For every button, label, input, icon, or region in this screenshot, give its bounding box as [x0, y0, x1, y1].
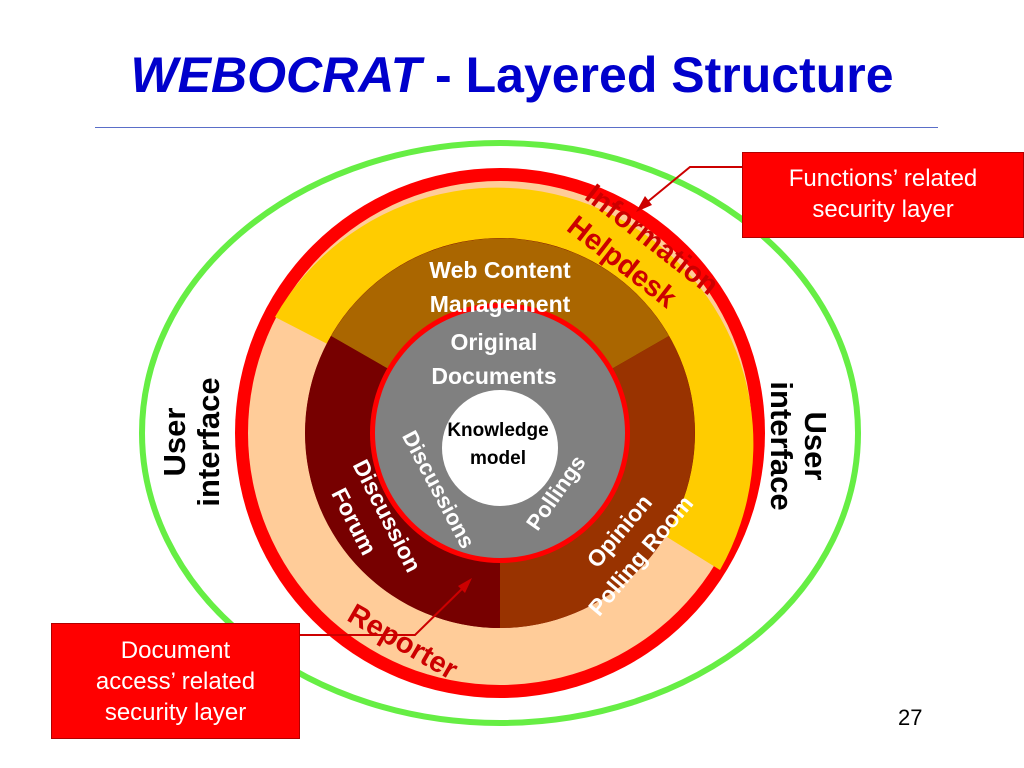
- document-security-callout: Document access’ related security layer: [51, 623, 300, 739]
- user-interface-right-line2: interface: [764, 381, 799, 510]
- page-number: 27: [898, 705, 923, 730]
- knowledge-core: [442, 390, 558, 506]
- document-callout-line3: security layer: [104, 699, 247, 726]
- web-content-line2: Management: [430, 291, 571, 317]
- document-callout-line1: Document: [120, 637, 231, 664]
- user-interface-left-line2: interface: [191, 377, 226, 506]
- functions-callout-line1: Functions’ related: [788, 165, 978, 192]
- functions-callout-pointer: [639, 166, 742, 209]
- title-brand: WEBOCRAT: [130, 47, 422, 103]
- user-interface-right-line1: User: [798, 412, 833, 481]
- functions-callout-arrowhead: [636, 196, 652, 212]
- slide-title: WEBOCRAT - Layered Structure: [0, 46, 1024, 104]
- original-documents-line1: Original: [451, 329, 538, 355]
- knowledge-model-line1: Knowledge: [447, 420, 548, 441]
- document-callout-pointer: [300, 582, 469, 636]
- document-callout-line2: access’ related: [95, 668, 256, 695]
- document-callout-arrowhead: [458, 578, 472, 593]
- knowledge-model-line2: model: [470, 448, 526, 469]
- title-divider: [95, 127, 938, 128]
- web-content-line1: Web Content: [429, 257, 571, 283]
- original-documents-line2: Documents: [431, 363, 556, 389]
- functions-callout-line2: security layer: [812, 196, 954, 223]
- title-rest: - Layered Structure: [421, 47, 894, 103]
- user-interface-left-line1: User: [157, 408, 192, 477]
- functions-security-callout: Functions’ related security layer: [742, 152, 1024, 238]
